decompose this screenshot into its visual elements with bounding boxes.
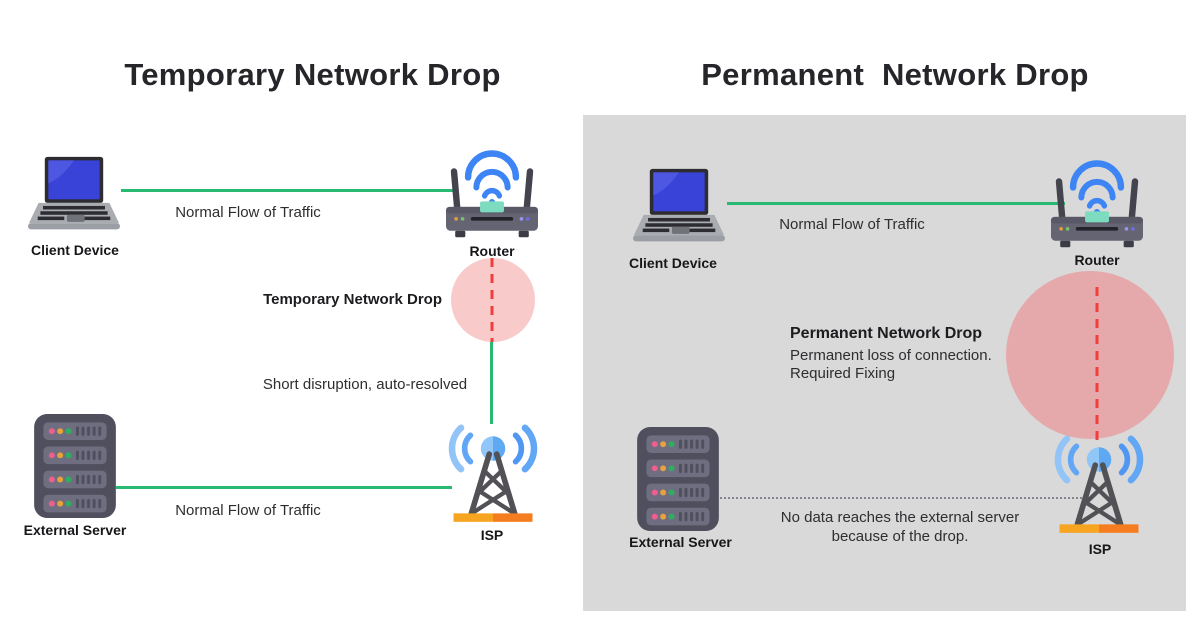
permanent-drop-text-block: Permanent Network Drop Permanent loss of… <box>790 325 1040 384</box>
no-data-text-block: No data reaches the external server beca… <box>767 509 1033 546</box>
no-data-line-2: because of the drop. <box>831 527 969 545</box>
flow-line-client-router <box>727 202 1065 205</box>
permanent-drop-title: Permanent Network Drop <box>790 325 983 342</box>
disruption-note-label: Short disruption, auto-resolved <box>262 376 468 393</box>
flow-top-label: Normal Flow of Traffic <box>175 204 321 221</box>
isp-label: ISP <box>480 527 504 543</box>
external-server-label: External Server <box>23 522 127 538</box>
router-label: Router <box>1074 252 1120 268</box>
isp-label: ISP <box>1088 541 1112 557</box>
flow-bottom-label: Normal Flow of Traffic <box>175 502 321 519</box>
flow-line-server-isp <box>116 486 452 489</box>
permanent-drop-desc-2: Required Fixing <box>790 365 896 382</box>
flow-line-router-isp <box>490 342 493 424</box>
permanent-drop-desc-1: Permanent loss of connection. <box>790 346 992 364</box>
laptop-icon <box>28 151 120 237</box>
router-label: Router <box>469 243 515 259</box>
no-data-line-1: No data reaches the external server <box>780 509 1020 526</box>
laptop-icon <box>633 163 725 249</box>
permanent-drop-circle <box>1006 271 1174 439</box>
drop-dashed-line <box>490 258 493 342</box>
server-rack-icon <box>637 427 719 531</box>
drop-dashed-line <box>1095 287 1099 445</box>
broken-connection-dotted-line <box>720 497 1082 499</box>
client-device-label: Client Device <box>31 242 119 258</box>
temporary-drop-label: Temporary Network Drop <box>263 291 442 308</box>
radio-tower-icon <box>1052 431 1146 535</box>
flow-line-client-router <box>121 189 455 192</box>
external-server-label: External Server <box>629 534 732 550</box>
flow-top-label: Normal Flow of Traffic <box>779 216 925 233</box>
wifi-router-icon <box>446 148 538 240</box>
server-rack-icon <box>34 414 116 518</box>
radio-tower-icon <box>446 420 540 524</box>
left-panel-title: Temporary Network Drop <box>124 57 501 92</box>
wifi-router-icon <box>1051 158 1143 250</box>
client-device-label: Client Device <box>629 255 717 271</box>
right-panel-title: Permanent Network Drop <box>701 57 1089 92</box>
